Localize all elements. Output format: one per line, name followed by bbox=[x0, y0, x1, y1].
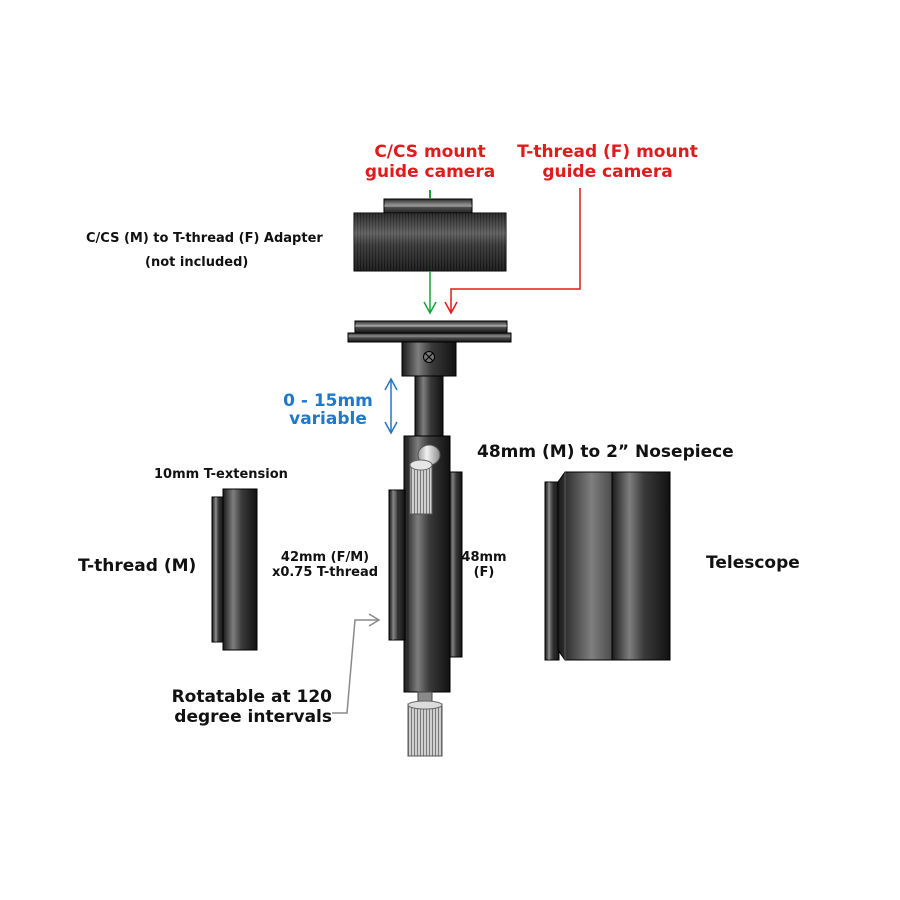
label-adapter: C/CS (M) to T-thread (F) Adapter bbox=[86, 231, 323, 246]
label-nosepiece: 48mm (M) to 2” Nosepiece bbox=[477, 442, 734, 462]
green-arrow bbox=[423, 271, 437, 315]
red-arrow bbox=[444, 188, 581, 315]
label-t-thread-camera: T-thread (F) mount guide camera bbox=[517, 142, 698, 182]
blue-double-arrow bbox=[384, 377, 398, 435]
clamp-block bbox=[401, 341, 457, 377]
label-t-thread-spec: 42mm (F/M) x0.75 T-thread bbox=[271, 550, 379, 580]
cs-to-t-adapter bbox=[353, 190, 507, 272]
t-extension-ring bbox=[211, 488, 258, 651]
label-variable: variable bbox=[289, 409, 367, 429]
gray-arrow bbox=[332, 613, 381, 714]
label-rotatable: Rotatable at 120 degree intervals bbox=[171, 687, 332, 727]
label-cs-camera: C/CS mount guide camera bbox=[364, 142, 496, 182]
nosepiece bbox=[544, 471, 671, 661]
label-variable-range: 0 - 15mm bbox=[283, 391, 373, 411]
top-flange bbox=[347, 320, 512, 343]
label-adapter-note: (not included) bbox=[145, 255, 249, 270]
thumb-screw-side bbox=[409, 444, 441, 515]
label-telescope: Telescope bbox=[706, 553, 800, 573]
thumb-screw-bottom bbox=[407, 691, 443, 757]
slide-tube bbox=[414, 375, 444, 437]
label-48mm-f: 48mm (F) bbox=[461, 550, 507, 580]
label-t-extension: 10mm T-extension bbox=[154, 467, 288, 482]
label-t-thread-m: T-thread (M) bbox=[78, 556, 197, 576]
